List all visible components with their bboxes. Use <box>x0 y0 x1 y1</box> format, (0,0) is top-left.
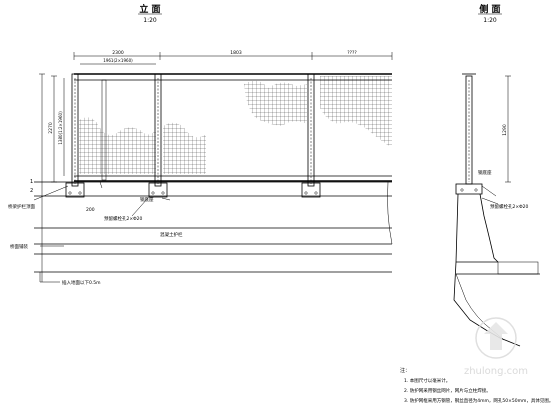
side-view: 侧 面 1:20 1290 钢底座 预留螺栓孔2×Φ20 <box>453 3 540 347</box>
side-view-title: 侧 面 <box>479 3 500 15</box>
front-view-scale: 1:20 <box>143 17 157 24</box>
fence-posts <box>71 73 315 187</box>
label-barrier: 混凝土护栏 <box>160 231 183 238</box>
dim-height-outer: 2270 <box>48 122 54 134</box>
side-dim-height: 1290 <box>502 124 508 136</box>
label-anchor: 预留螺栓孔2×Φ20 <box>104 215 143 222</box>
dim-base: 200 <box>86 207 95 213</box>
note-item-2: 2. 防护网采用钢丝网片，网片与立柱焊接。 <box>404 387 491 394</box>
watermark-text: zhulong.com <box>464 366 528 377</box>
wire-mesh <box>79 76 392 174</box>
side-label-anchor: 预留螺栓孔2×Φ20 <box>490 203 529 210</box>
side-post: 钢底座 预留螺栓孔2×Φ20 <box>455 73 529 210</box>
label-left-mid: 桥面铺装 <box>10 243 28 250</box>
watermark: zhulong.com <box>464 317 528 377</box>
dim-top-left: 2300 <box>112 50 124 56</box>
dim-height-inner: 1380(1:2×1960) <box>58 111 63 145</box>
label-base-plate: 钢底座 <box>140 196 154 203</box>
dim-post-spacing: 1961(2×1960) <box>103 58 133 63</box>
front-view-title: 立 面 <box>139 3 160 15</box>
concrete-barrier <box>34 181 393 273</box>
front-view-labels: 1 2 桥梁护栏顶面 桥面铺装 200 预留螺栓孔2×Φ20 钢底座 混凝土护栏… <box>8 179 183 286</box>
label-left-top: 桥梁护栏顶面 <box>8 203 35 210</box>
side-dimension: 1290 <box>502 75 511 183</box>
left-dimension: 2270 1380(1:2×1960) <box>39 73 65 282</box>
notes-block: 注： 1. 本图尺寸以毫米计。 2. 防护网采用钢丝网片，网片与立柱焊接。 3.… <box>400 367 553 404</box>
top-dimension: 2300 1803 ???? 1961(2×1960) <box>73 50 393 65</box>
side-view-scale: 1:20 <box>483 17 497 24</box>
label-bottom: 插入地面以下0.5m <box>62 279 101 286</box>
dim-top-mid: 1803 <box>230 50 242 56</box>
point-1: 1 <box>30 179 33 185</box>
front-view: 立 面 1:20 2300 1803 ???? 1961(2×1960) 227… <box>8 3 393 286</box>
point-2: 2 <box>30 188 33 194</box>
dim-top-right: ???? <box>347 50 357 56</box>
notes-heading: 注： <box>400 367 410 374</box>
watermark-logo <box>475 317 517 359</box>
note-item-3: 3. 防护网框采用方钢管，钢丝直径为4mm，网孔50×50mm，具体见图。 <box>404 397 553 404</box>
note-item-1: 1. 本图尺寸以毫米计。 <box>404 377 450 384</box>
side-label-base: 钢底座 <box>478 169 492 176</box>
base-plates <box>65 182 321 198</box>
